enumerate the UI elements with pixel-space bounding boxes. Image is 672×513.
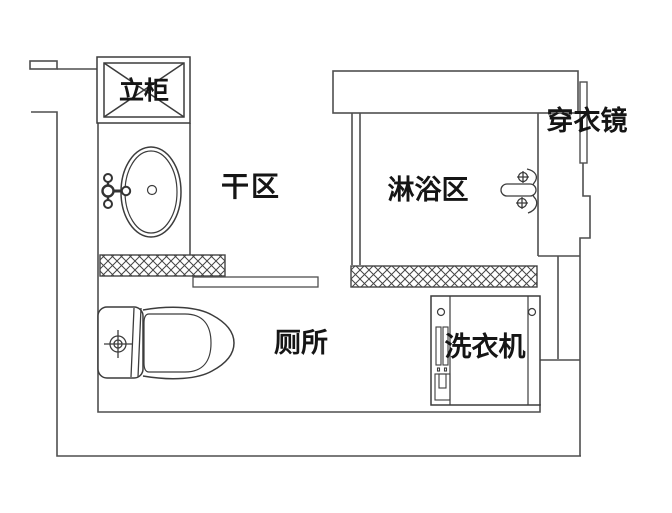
wall-shower-left (351, 113, 361, 265)
wall-top-band (332, 70, 579, 114)
wall-outer-left-bottom (31, 111, 581, 457)
dry-area-label: 干区 (221, 172, 281, 203)
mirror-label: 穿衣镜 (547, 105, 628, 136)
threshold-hatch-right (350, 265, 538, 288)
threshold-ledge (192, 276, 319, 288)
washing-machine (430, 295, 541, 406)
shower-area-label: 淋浴区 (388, 175, 469, 205)
cabinet-label: 立柜 (119, 76, 169, 105)
toilet-label: 厕所 (274, 328, 328, 358)
toilet (97, 306, 235, 380)
threshold-hatch-left (99, 254, 226, 277)
toilet-bowl (142, 306, 235, 380)
washing-machine-body (430, 295, 541, 406)
shower-mixer-icon (500, 168, 538, 214)
dressing-mirror (579, 81, 588, 164)
toilet-flush-icon (104, 330, 132, 358)
wall-inner-left-bottom (97, 123, 541, 413)
toilet-tank-lines (130, 307, 142, 378)
wall-right-niche (538, 255, 581, 456)
washing-machine-knob-right (527, 307, 537, 317)
walls (29, 60, 591, 457)
sink-inner (124, 150, 178, 234)
sink-drain (146, 184, 158, 196)
wall-door-stub (29, 60, 58, 70)
faucet-icon (101, 173, 132, 209)
cabinet (96, 56, 191, 124)
washing-machine-controls (434, 326, 451, 401)
toilet-seat (143, 313, 212, 373)
washing-machine-knob-left (436, 307, 446, 317)
cabinet-inner (103, 62, 185, 118)
washing-machine-label: 洗衣机 (445, 331, 526, 362)
wall-right-step (579, 163, 591, 256)
cabinet-cross-icon (103, 62, 185, 118)
toilet-tank (97, 306, 144, 379)
